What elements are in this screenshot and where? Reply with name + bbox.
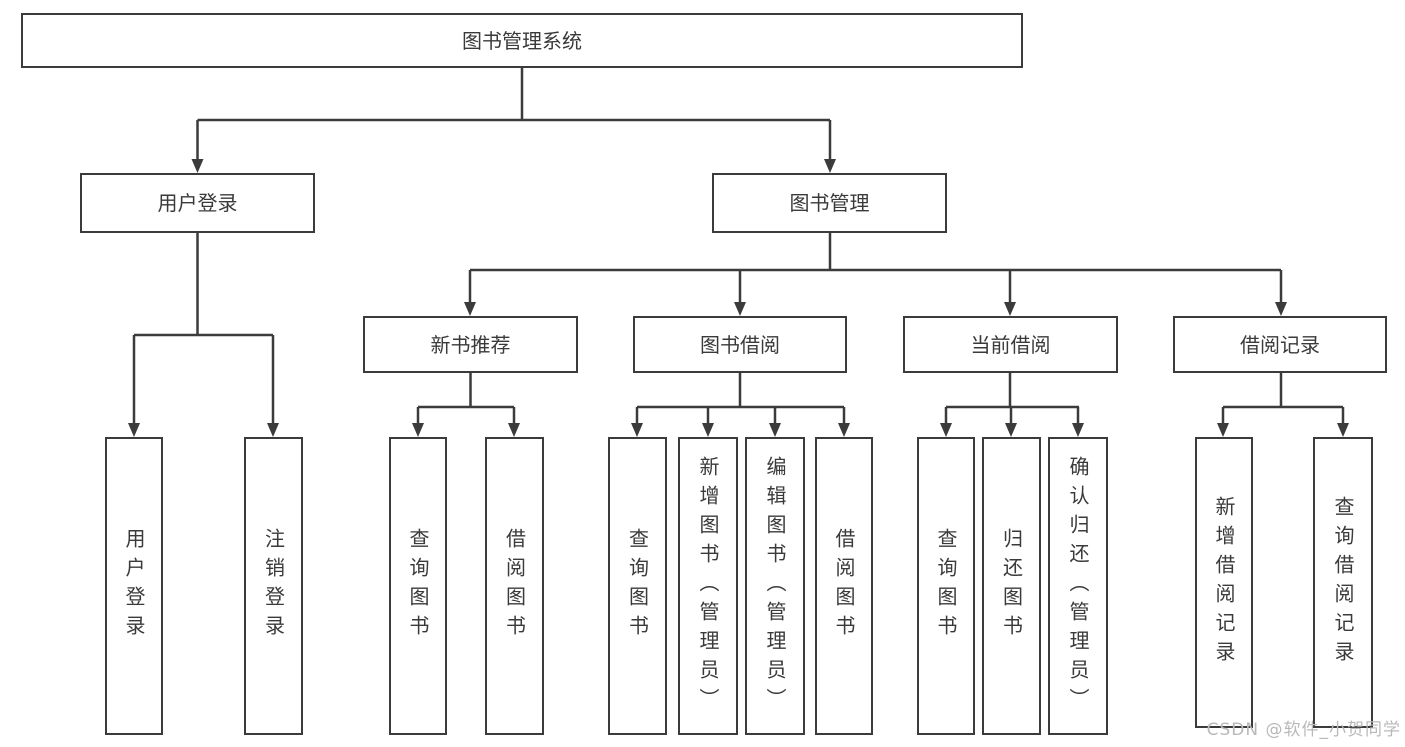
arrowhead-down-icon	[1005, 423, 1017, 437]
node-leaf-search-book-3: 查询图书	[917, 437, 975, 735]
arrowhead-down-icon	[464, 302, 476, 316]
node-new-book-rec: 新书推荐	[363, 316, 578, 373]
arrowhead-down-icon	[734, 302, 746, 316]
arrowhead-down-icon	[191, 159, 204, 173]
node-label-root: 图书管理系统	[462, 28, 582, 53]
node-leaf-add-borrow-record: 新增借阅记录	[1195, 437, 1253, 728]
arrowhead-down-icon	[824, 159, 836, 173]
node-label-leaf-logout: 注销登录	[261, 528, 286, 644]
node-borrow-record: 借阅记录	[1173, 316, 1387, 373]
node-leaf-return-book: 归还图书	[982, 437, 1041, 735]
arrowhead-down-icon	[1217, 423, 1229, 437]
arrowhead-down-icon	[128, 423, 140, 437]
node-leaf-search-borrow-record: 查询借阅记录	[1313, 437, 1373, 728]
node-label-leaf-edit-book: 编辑图书（管理员）	[763, 455, 787, 717]
node-label-leaf-borrow-book-2: 借阅图书	[832, 528, 856, 644]
node-label-leaf-return-book: 归还图书	[999, 528, 1024, 644]
node-label-user-login: 用户登录	[157, 191, 238, 215]
arrowhead-down-icon	[1337, 423, 1349, 437]
node-leaf-search-book-2: 查询图书	[608, 437, 667, 735]
node-label-new-book-rec: 新书推荐	[430, 332, 511, 357]
arrowhead-down-icon	[631, 423, 643, 437]
node-current-borrow: 当前借阅	[903, 316, 1118, 373]
arrowhead-down-icon	[267, 423, 279, 437]
arrowhead-down-icon	[940, 423, 952, 437]
arrowhead-down-icon	[838, 423, 850, 437]
node-label-leaf-search-book-1: 查询图书	[406, 528, 430, 644]
watermark: CSDN @软件_小贺同学	[1206, 720, 1401, 740]
node-leaf-user-login: 用户登录	[105, 437, 163, 735]
node-leaf-confirm-return: 确认归还（管理员）	[1048, 437, 1108, 735]
node-label-leaf-confirm-return: 确认归还（管理员）	[1066, 455, 1090, 717]
node-label-leaf-add-borrow-record: 新增借阅记录	[1212, 495, 1236, 670]
arrowhead-down-icon	[702, 423, 714, 437]
node-leaf-search-book-1: 查询图书	[389, 437, 447, 735]
node-label-current-borrow: 当前借阅	[970, 332, 1051, 357]
arrowhead-down-icon	[508, 423, 520, 437]
node-leaf-logout: 注销登录	[244, 437, 303, 735]
node-leaf-borrow-book-2: 借阅图书	[815, 437, 873, 735]
node-label-leaf-user-login: 用户登录	[122, 528, 146, 644]
arrowhead-down-icon	[412, 423, 424, 437]
arrowhead-down-icon	[769, 423, 781, 437]
node-leaf-edit-book: 编辑图书（管理员）	[745, 437, 805, 735]
node-leaf-borrow-book-1: 借阅图书	[485, 437, 544, 735]
node-label-leaf-search-book-3: 查询图书	[934, 528, 958, 644]
node-label-leaf-search-borrow-record: 查询借阅记录	[1331, 495, 1355, 670]
node-label-leaf-add-book: 新增图书（管理员）	[696, 455, 720, 717]
node-label-book-borrow: 图书借阅	[700, 332, 780, 357]
arrowhead-down-icon	[1275, 302, 1287, 316]
node-book-borrow: 图书借阅	[633, 316, 847, 373]
node-leaf-add-book: 新增图书（管理员）	[678, 437, 738, 735]
node-label-book-mgmt: 图书管理	[789, 191, 870, 215]
node-user-login: 用户登录	[80, 173, 315, 233]
node-label-leaf-search-book-2: 查询图书	[625, 528, 650, 644]
node-root: 图书管理系统	[21, 13, 1023, 68]
node-label-borrow-record: 借阅记录	[1240, 332, 1320, 357]
node-book-mgmt: 图书管理	[712, 173, 947, 233]
arrowhead-down-icon	[1004, 302, 1016, 316]
arrowhead-down-icon	[1072, 423, 1084, 437]
node-label-leaf-borrow-book-1: 借阅图书	[502, 528, 527, 644]
